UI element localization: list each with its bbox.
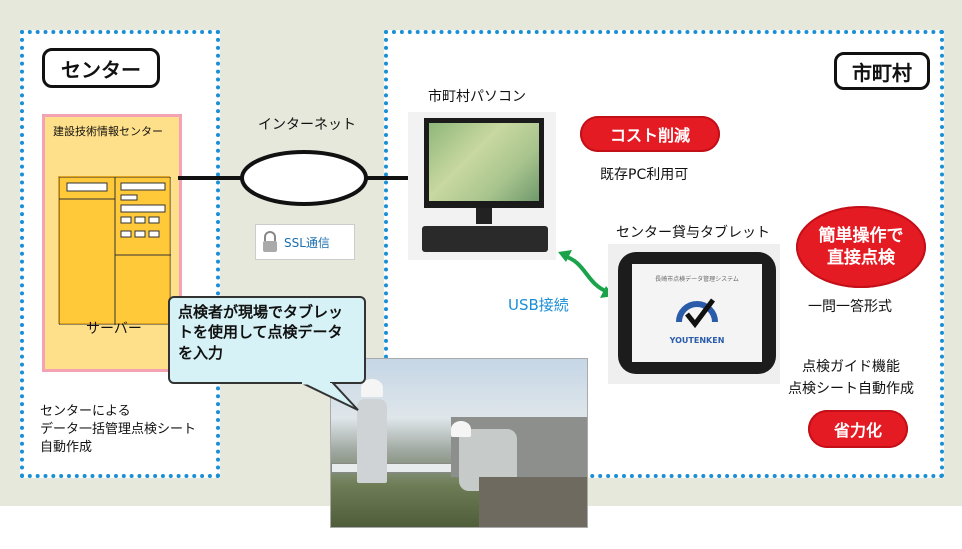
callout-tail [300,382,359,411]
labor-badge: 省力化 [808,410,908,448]
existing-pc-text: 既存PC利用可 [600,167,689,183]
center-desc-1: センターによる [40,404,131,419]
ssl-label: SSL通信 [284,235,330,250]
tablet-logo-text: YOUTENKEN [669,336,725,345]
center-desc-3: 自動作成 [40,440,93,455]
tablet-photo: 長崎市点検データ管理システム YOUTENKEN [608,244,780,384]
server-icon [58,176,171,325]
pc-photo [408,112,556,260]
center-title: センター [42,48,160,88]
simple-badge-line-2: 直接点検 [827,248,895,268]
pc-monitor [424,118,544,208]
server-label: サーバー [86,321,142,337]
tablet-label: センター貸与タブレット [616,225,770,241]
tablet-body: 長崎市点検データ管理システム YOUTENKEN [618,252,776,374]
pc-keyboard [422,226,548,252]
internet-link [178,150,428,206]
qa-format-text: 一問一答形式 [808,299,892,315]
feature-guide: 点検ガイド機能 [802,359,900,375]
field-photo [330,358,588,528]
ssl-badge: SSL通信 [255,224,355,260]
org-name: 建設技術情報センター [53,125,163,138]
simple-badge-line-1: 簡単操作で [818,225,904,246]
internet-label: インターネット [258,117,356,133]
center-desc-2: データ一括管理点検シート [40,422,197,437]
pc-label: 市町村パソコン [428,89,526,105]
check-logo-icon [676,298,718,329]
usb-label: USB接続 [508,296,569,314]
callout-line-2: トを使用して点検データ [178,323,343,342]
tablet-screen: 長崎市点検データ管理システム YOUTENKEN [632,264,762,362]
pc-stand [476,208,492,224]
simple-badge: 簡単操作で 直接点検 [796,206,926,288]
lock-icon [263,231,277,252]
inspector-1 [357,399,387,483]
usb-arrow [558,250,614,298]
tablet-header-text: 長崎市点検データ管理システム [655,276,739,283]
helmet-2 [451,421,471,437]
municipality-title: 市町村 [834,52,930,90]
pc-screen [429,123,539,201]
feature-sheet: 点検シート自動作成 [788,381,914,397]
field-callout: 点検者が現場でタブレッ トを使用して点検データ を入力 [168,296,366,384]
wall [479,477,587,527]
cost-badge: コスト削減 [580,116,720,152]
helmet-1 [361,379,383,397]
callout-line-3: を入力 [178,343,224,362]
callout-line-1: 点検者が現場でタブレッ [178,303,344,321]
